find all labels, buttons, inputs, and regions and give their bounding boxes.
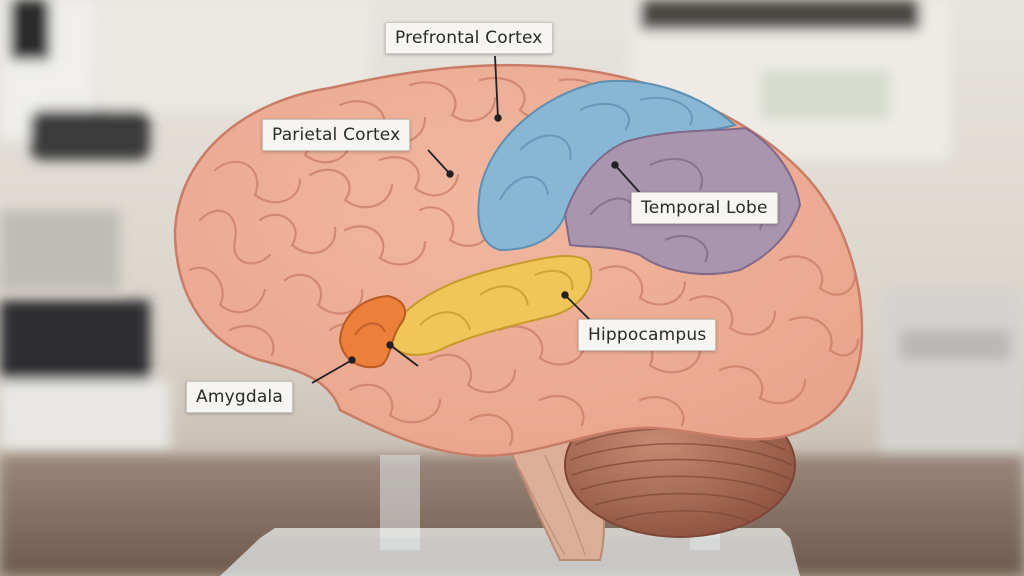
label-hippocampus: Hippocampus <box>578 319 717 351</box>
label-amygdala: Amygdala <box>186 381 293 413</box>
hippocampus-region <box>388 255 593 356</box>
leader-dot-hippocampus-2 <box>386 341 394 349</box>
amygdala-region <box>338 294 407 369</box>
label-temporal-lobe: Temporal Lobe <box>631 192 778 224</box>
leader-lines <box>311 55 641 384</box>
leader-line-temporal <box>614 164 641 194</box>
leader-line-parietal <box>427 149 451 175</box>
leader-line-hippocampus-2 <box>389 344 419 367</box>
leader-dot-temporal <box>611 161 619 169</box>
leader-dot-amygdala <box>348 356 356 364</box>
leader-dot-parietal <box>446 170 454 178</box>
leader-dot-prefrontal <box>494 114 502 122</box>
leader-line-amygdala <box>311 359 353 384</box>
label-prefrontal-cortex: Prefrontal Cortex <box>385 22 553 54</box>
label-parietal-cortex: Parietal Cortex <box>262 119 411 151</box>
leader-line-hippocampus <box>564 294 591 321</box>
leader-dot-hippocampus <box>561 291 569 299</box>
leader-line-prefrontal <box>494 55 499 119</box>
